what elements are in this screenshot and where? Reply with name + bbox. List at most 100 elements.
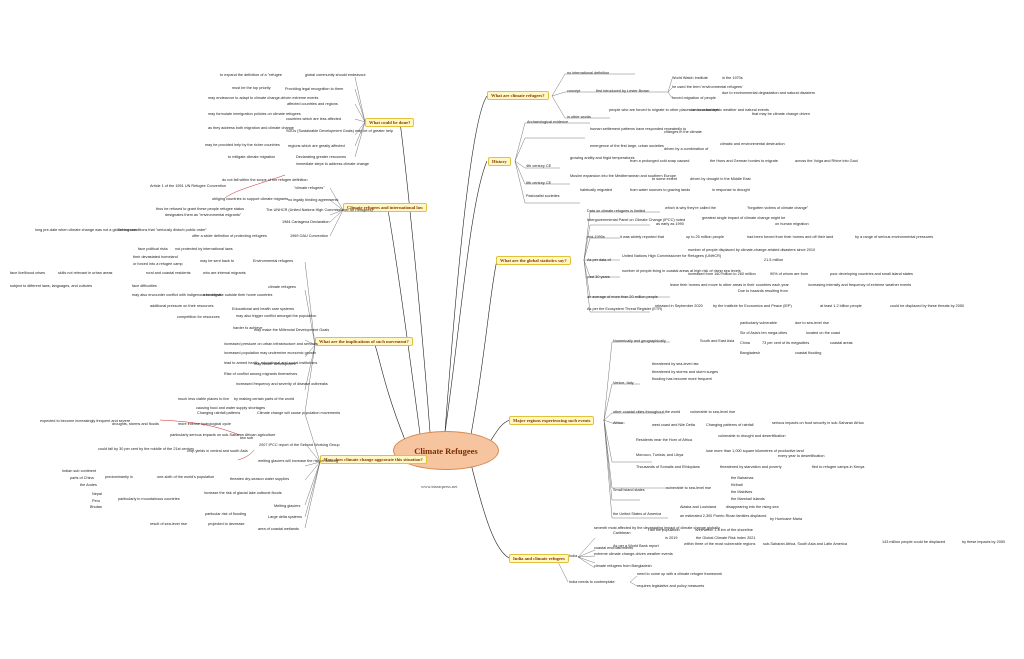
node[interactable]: 143 million people could be displaced (882, 540, 946, 544)
node[interactable]: in the 1970s (722, 76, 743, 80)
node[interactable]: Venice, Italy (613, 381, 634, 385)
node[interactable]: on human migration (775, 222, 809, 226)
node[interactable]: serious impacts on food security in sub-… (772, 421, 864, 425)
node[interactable]: Providing legal recognition to them (285, 87, 344, 91)
node[interactable]: may also encounter conflict with indigen… (132, 293, 222, 297)
node[interactable]: must be the top priority (232, 86, 271, 90)
node[interactable]: climate refugees from Bangladesh (594, 564, 652, 568)
node[interactable]: sub-Saharan Africa, South Asia and Latin… (763, 542, 848, 546)
node[interactable]: driven by drought in the Middle East (690, 177, 751, 181)
node[interactable]: by Hurricane Maria (770, 517, 803, 521)
node[interactable]: Peru (92, 499, 101, 503)
node[interactable]: greatest single impact of climate change… (702, 216, 786, 220)
node[interactable]: in 2019 (665, 536, 678, 540)
node[interactable]: result of sea-level rise (150, 522, 187, 526)
node[interactable]: fleeing conditions that "seriously distu… (118, 228, 207, 232)
node[interactable]: disappearing into the rising sea (726, 505, 779, 509)
branch-india[interactable]: India and climate refugees (509, 554, 569, 563)
node[interactable]: Bhutan (90, 505, 103, 509)
node[interactable]: Educational and health care systems (232, 307, 295, 311)
node[interactable]: obliging countries to support climate mi… (212, 197, 289, 201)
node[interactable]: 1984 Cartagena Declaration (282, 220, 330, 224)
node[interactable]: 1969 OAU Convention (290, 234, 328, 238)
node[interactable]: he used the term 'environmental refugees… (672, 85, 743, 89)
node[interactable]: skills not relevant in urban areas (58, 271, 113, 275)
node[interactable]: may hinder development (254, 362, 296, 366)
node[interactable]: particular risk of flooding (205, 512, 247, 516)
node[interactable]: World Watch Institute (672, 76, 708, 80)
node[interactable]: 6th century CE (526, 181, 552, 185)
node[interactable]: India (569, 554, 578, 558)
node[interactable]: may make the Millennial Development Goal… (254, 328, 330, 332)
node[interactable]: the Maldives (731, 490, 753, 494)
branch-international-law[interactable]: Climate refugees and international law (343, 203, 428, 212)
node[interactable]: Caribbean (613, 531, 631, 535)
node[interactable]: Six of Asia's ten mega-cities (740, 331, 788, 335)
node[interactable]: Thousands of Somalis and Ethiopians (636, 465, 700, 469)
node[interactable]: global community should endeavour (305, 73, 366, 77)
node[interactable]: As per the Ecosystem Threat Register (ET… (587, 307, 663, 311)
node[interactable]: 21.5 million (764, 258, 784, 262)
node[interactable]: could fall by 30 per cent by the middle … (98, 447, 195, 451)
node[interactable]: Africa (613, 421, 623, 425)
node[interactable]: as early as 1990 (656, 222, 684, 226)
node[interactable]: threaten dry-season water supplies (230, 477, 290, 481)
node[interactable]: Rise of conflict among migrants themselv… (224, 372, 298, 376)
node[interactable]: lose more than 1,000 square kilometres o… (706, 449, 804, 453)
node[interactable]: As per a World Bank report (613, 544, 659, 548)
node[interactable]: increased population may undermine econo… (224, 351, 317, 355)
node[interactable]: climatic and environmental destruction (720, 142, 785, 146)
node[interactable]: As per data of (587, 258, 611, 262)
node[interactable]: 4th century CE (526, 164, 552, 168)
node[interactable]: growing aridity and frigid temperatures (570, 156, 635, 160)
node[interactable]: had been forced from their homes and off… (747, 235, 834, 239)
node[interactable]: Small island states (613, 488, 645, 492)
node[interactable]: Archaeological evidence (527, 120, 569, 124)
node[interactable]: designates them as "environmental migran… (165, 213, 242, 217)
node[interactable]: to some extent (652, 177, 677, 181)
node[interactable]: "forgotten victims of climate change" (747, 206, 809, 210)
node[interactable]: vulnerable to drought and desertificatio… (718, 434, 786, 438)
node[interactable]: within three of the most vulnerable regi… (684, 542, 756, 546)
node[interactable]: subject to different laws, languages, an… (10, 284, 93, 288)
node[interactable]: causing food and water supply shortages (196, 406, 266, 410)
node[interactable]: it was widely reported that (620, 235, 664, 239)
node[interactable]: Intergovernmental Panel on Climate Chang… (587, 218, 686, 222)
node[interactable]: Due to hazards resulting from (738, 289, 788, 293)
node[interactable]: an estimated 2,300 Puerto Rican families… (680, 514, 767, 518)
node[interactable]: face livelihood crises (10, 271, 46, 275)
node[interactable]: increased frequency and severity of dise… (236, 382, 328, 386)
node[interactable]: may be provided help by the richer count… (205, 143, 280, 147)
node[interactable]: immediate steps to address climate chang… (296, 162, 370, 166)
node[interactable]: offer a wider definition of protecting r… (192, 234, 267, 238)
node[interactable]: leave their homes and move to other area… (670, 283, 789, 287)
node[interactable]: Climate change will cause population mov… (257, 411, 341, 415)
node[interactable]: China (740, 341, 750, 345)
node[interactable]: the Global Climate Risk Index 2021 (696, 536, 756, 540)
node[interactable]: past 30 years (587, 275, 610, 279)
node[interactable]: affected countries and regions (287, 102, 338, 106)
node[interactable]: Indian sub continent (62, 469, 96, 473)
node[interactable]: particularly serious impacts on sub-Saha… (170, 433, 276, 437)
node[interactable]: increased pressure on urban infrastructu… (224, 342, 318, 346)
branch-what-are-climate-refugees[interactable]: What are climate refugees? (487, 91, 549, 100)
node[interactable]: droughts, storms and floods (112, 422, 159, 426)
node[interactable]: seventh most affected by the devastating… (594, 526, 720, 530)
node[interactable]: Large delta systems (268, 515, 302, 519)
branch-major-regions[interactable]: Major regions experiencing such events (509, 416, 595, 425)
node[interactable]: Numerically and geographically (613, 339, 666, 343)
node[interactable]: melting glaciers will increase the risk … (258, 459, 338, 463)
node[interactable]: vulnerable to sea-level rise (666, 486, 712, 490)
node[interactable]: people who are forced to migrate to othe… (609, 108, 719, 112)
node[interactable]: need to come up with a climate refugee f… (637, 572, 723, 576)
node[interactable]: United Nations High Commissioner for Ref… (622, 254, 722, 258)
node[interactable]: human settlement patterns have responded… (590, 127, 687, 131)
node[interactable]: Half the population (648, 528, 680, 532)
node[interactable]: forced migration of people (672, 96, 716, 100)
node[interactable]: no legally binding agreements (288, 198, 339, 202)
node[interactable]: particularly vulnerable (740, 321, 777, 325)
node[interactable]: concept (567, 89, 581, 93)
node[interactable]: may formulate immigration policies on cl… (208, 112, 301, 116)
node[interactable]: as they address both migration and clima… (208, 126, 294, 130)
node[interactable]: extreme climate change-driven weather ev… (594, 552, 673, 556)
